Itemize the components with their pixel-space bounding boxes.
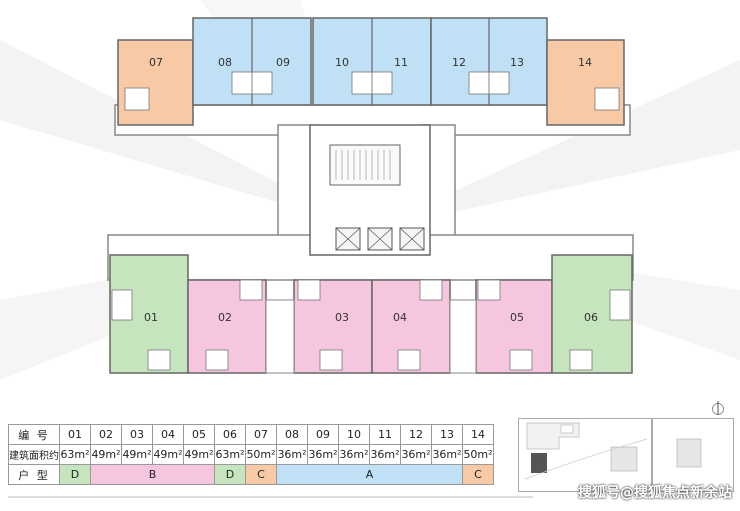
table-cell: 12 — [400, 424, 432, 445]
location-map — [652, 418, 734, 492]
table-cell: 14 — [462, 424, 494, 445]
table-cell: 13 — [431, 424, 463, 445]
type-cell: D — [59, 464, 91, 485]
unit-number: 08 — [218, 56, 232, 69]
table-cell: 04 — [152, 424, 184, 445]
unit-number: 07 — [149, 56, 163, 69]
type-cell: A — [276, 464, 463, 485]
unit-number: 14 — [578, 56, 592, 69]
type-cell: D — [214, 464, 246, 485]
row-label: 编 号 — [8, 424, 60, 445]
table-cell: 36m² — [276, 444, 308, 465]
unit-number: 12 — [452, 56, 466, 69]
table-cell: 50m² — [245, 444, 277, 465]
row-label: 建筑面积约 — [8, 444, 60, 465]
table-cell: 49m² — [121, 444, 153, 465]
table-cell: 36m² — [400, 444, 432, 465]
table-cell: 49m² — [152, 444, 184, 465]
unit-number: 05 — [510, 311, 524, 324]
table-cell: 07 — [245, 424, 277, 445]
unit-number: 13 — [510, 56, 524, 69]
table-cell: 50m² — [462, 444, 494, 465]
table-row: 户 型 D B D C A C — [8, 464, 494, 485]
table-cell: 03 — [121, 424, 153, 445]
table-cell: 63m² — [214, 444, 246, 465]
unit-number: 09 — [276, 56, 290, 69]
site-plan-map — [518, 418, 652, 492]
unit-number: 04 — [393, 311, 407, 324]
table-cell: 36m² — [338, 444, 370, 465]
type-cell: C — [462, 464, 494, 485]
table-cell: 05 — [183, 424, 215, 445]
table-cell: 09 — [307, 424, 339, 445]
table-cell: 02 — [90, 424, 122, 445]
table-cell: 36m² — [369, 444, 401, 465]
table-cell: 49m² — [183, 444, 215, 465]
table-cell: 10 — [338, 424, 370, 445]
unit-number: 02 — [218, 311, 232, 324]
table-cell: 06 — [214, 424, 246, 445]
unit-number: 06 — [584, 311, 598, 324]
table-row: 建筑面积约 63m² 49m² 49m² 49m² 49m² 63m² 50m²… — [8, 444, 494, 465]
table-cell: 49m² — [90, 444, 122, 465]
unit-number: 03 — [335, 311, 349, 324]
table-row: 编 号 01 02 03 04 05 06 07 08 09 10 11 12 … — [8, 424, 494, 445]
footnote — [8, 494, 548, 500]
unit-number: 11 — [394, 56, 408, 69]
table-cell: 36m² — [307, 444, 339, 465]
type-cell: C — [245, 464, 277, 485]
row-label: 户 型 — [8, 464, 60, 485]
unit-number: 01 — [144, 311, 158, 324]
table-cell: 01 — [59, 424, 91, 445]
type-cell: B — [90, 464, 215, 485]
unit-number: 10 — [335, 56, 349, 69]
watermark-text: 搜狐号@搜狐焦点新余站 — [578, 485, 732, 501]
unit-table: 编 号 01 02 03 04 05 06 07 08 09 10 11 12 … — [8, 424, 494, 485]
table-cell: 63m² — [59, 444, 91, 465]
table-cell: 08 — [276, 424, 308, 445]
table-cell: 11 — [369, 424, 401, 445]
north-arrow-icon — [712, 401, 724, 415]
table-cell: 36m² — [431, 444, 463, 465]
floor-plan: 07 08 09 10 11 12 13 14 01 02 03 04 05 0… — [107, 17, 634, 374]
